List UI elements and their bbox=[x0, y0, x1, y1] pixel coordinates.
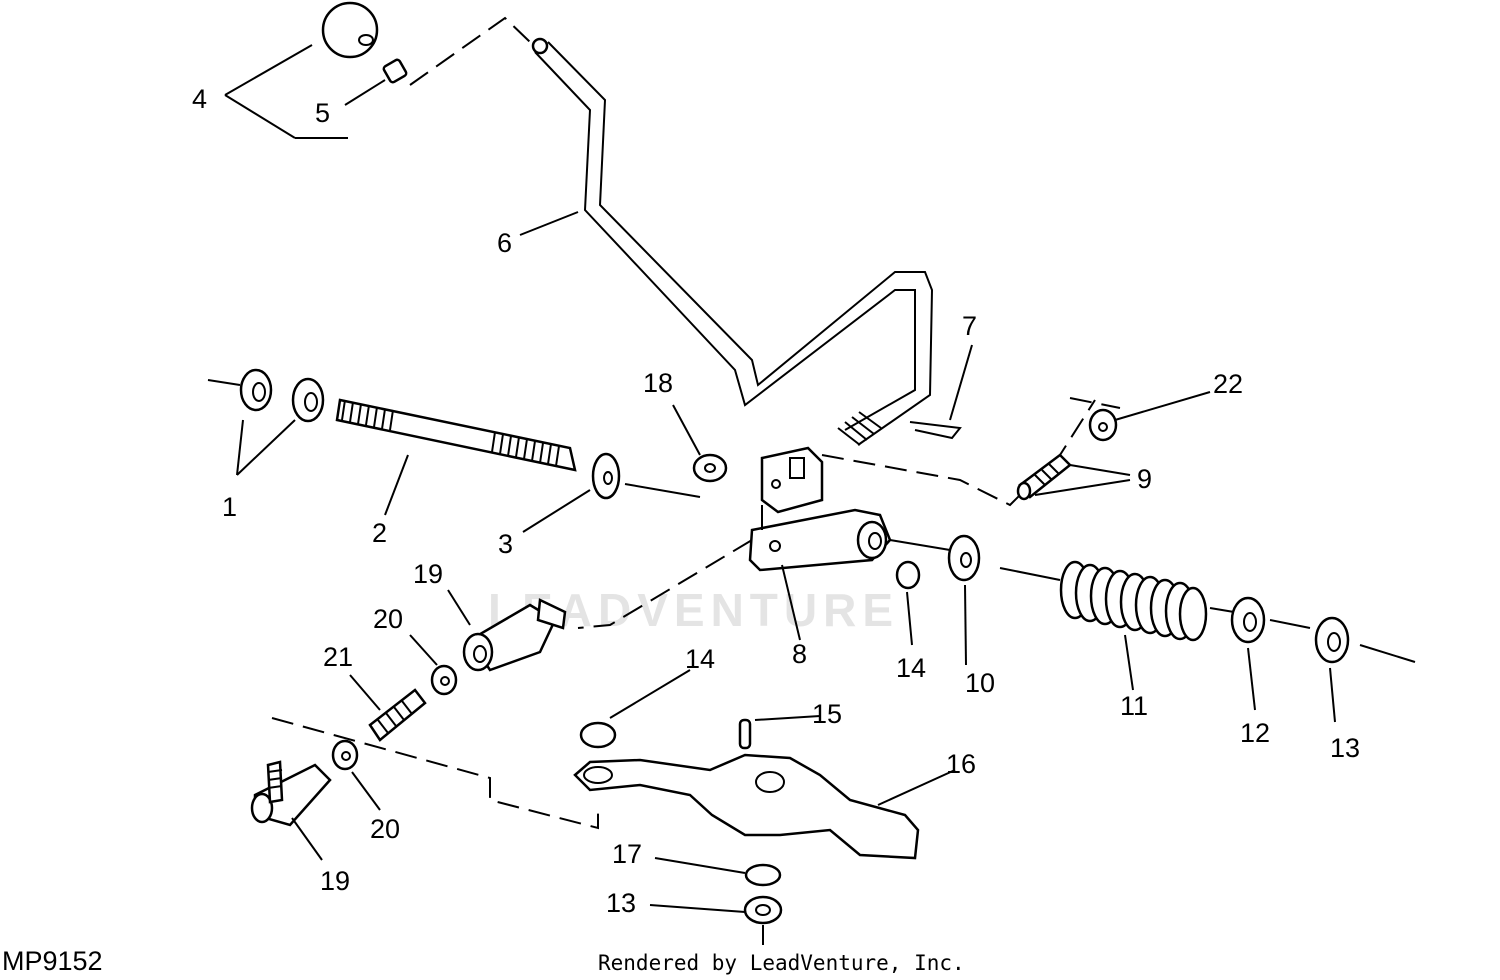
callout-1: 1 bbox=[222, 492, 237, 522]
pin-15-part bbox=[738, 718, 752, 750]
callout-8: 8 bbox=[792, 639, 807, 669]
drawing-code: MP9152 bbox=[2, 946, 103, 976]
washer-12-part bbox=[1230, 596, 1266, 644]
washer-17-part bbox=[744, 863, 782, 887]
callout-labels: 4 5 6 7 22 18 9 1 2 3 19 20 8 14 10 11 1… bbox=[192, 84, 1360, 918]
swivel-lower-part bbox=[250, 760, 332, 827]
callout-19-lower: 19 bbox=[320, 866, 350, 896]
render-credit: Rendered by LeadVenture, Inc. bbox=[598, 951, 965, 975]
nut-18-part bbox=[692, 453, 728, 483]
set-screw-part bbox=[382, 58, 408, 84]
callout-2: 2 bbox=[372, 518, 387, 548]
callout-7: 7 bbox=[962, 311, 977, 341]
threaded-rod-part bbox=[335, 398, 577, 472]
callout-22: 22 bbox=[1213, 369, 1243, 399]
callout-20-lower: 20 bbox=[370, 814, 400, 844]
washer-10-part bbox=[947, 534, 981, 582]
nut-20-lower-part bbox=[331, 739, 359, 771]
pin-9-part bbox=[1016, 453, 1072, 501]
threaded-rod-21-part bbox=[368, 688, 427, 742]
nut-14-part bbox=[895, 560, 921, 590]
callout-17: 17 bbox=[612, 839, 642, 869]
callout-13-lower: 13 bbox=[606, 888, 636, 918]
callout-9: 9 bbox=[1137, 464, 1152, 494]
callout-19-upper: 19 bbox=[413, 559, 443, 589]
cotter-pin-part bbox=[909, 421, 962, 440]
callout-12: 12 bbox=[1240, 718, 1270, 748]
callout-15: 15 bbox=[812, 699, 842, 729]
callout-6: 6 bbox=[497, 228, 512, 258]
washer-22-part bbox=[1088, 408, 1118, 442]
callout-3: 3 bbox=[498, 529, 513, 559]
callout-11: 11 bbox=[1120, 691, 1148, 721]
callout-16: 16 bbox=[946, 749, 976, 779]
spring-part bbox=[1059, 560, 1208, 642]
swivel-upper-part bbox=[462, 598, 567, 672]
callout-5: 5 bbox=[315, 98, 330, 128]
nut-13-lower-part bbox=[743, 895, 783, 925]
bracket-part bbox=[748, 446, 892, 572]
callout-14-right: 14 bbox=[896, 653, 926, 683]
nut-14-lower-part bbox=[579, 721, 617, 749]
callout-10: 10 bbox=[965, 668, 995, 698]
washer-part bbox=[591, 452, 621, 500]
lever-rod-part bbox=[531, 37, 934, 446]
callout-4: 4 bbox=[192, 84, 207, 114]
nuts-part bbox=[239, 368, 325, 423]
callout-14-lower: 14 bbox=[685, 644, 715, 674]
callout-13-right: 13 bbox=[1330, 733, 1360, 763]
nut-20-upper-part bbox=[430, 664, 458, 696]
callout-20-upper: 20 bbox=[373, 604, 403, 634]
callout-21: 21 bbox=[323, 642, 353, 672]
nut-13-part bbox=[1314, 616, 1350, 664]
center-axis-lines bbox=[207, 16, 1416, 830]
knob-part bbox=[321, 1, 379, 59]
callout-18: 18 bbox=[643, 368, 673, 398]
leader-lines bbox=[224, 44, 1336, 945]
arm-16-part bbox=[573, 753, 920, 860]
